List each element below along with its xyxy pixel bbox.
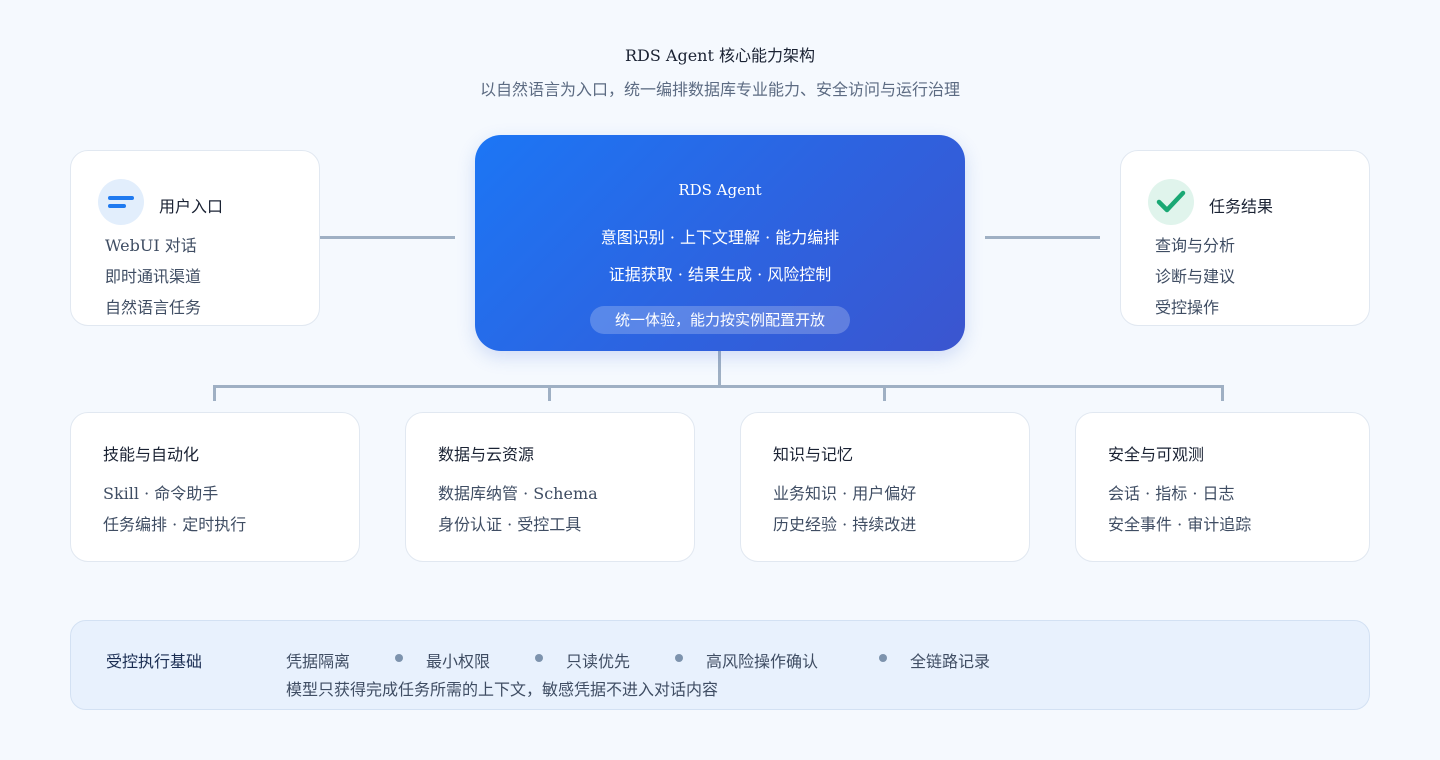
- capability-drop-2: [883, 385, 886, 401]
- foundation-title: 受控执行基础: [106, 652, 203, 671]
- capability-line: 数据库纳管 · Schema: [438, 484, 598, 503]
- hub-badge: 统一体验，能力按实例配置开放: [590, 306, 850, 334]
- capability-card-security-observability: 安全与可观测 会话 · 指标 · 日志 安全事件 · 审计追踪: [1075, 412, 1370, 562]
- input-to-hub-connector: [320, 236, 455, 239]
- capability-bus-connector: [213, 385, 1224, 388]
- capability-title: 数据与云资源: [438, 445, 535, 464]
- capability-card-knowledge-memory: 知识与记忆 业务知识 · 用户偏好 历史经验 · 持续改进: [740, 412, 1030, 562]
- rds-agent-hub: RDS Agent 意图识别 · 上下文理解 · 能力编排 证据获取 · 结果生…: [475, 135, 965, 351]
- principle-item: 全链路记录: [910, 652, 991, 671]
- bullet-dot-icon: [879, 654, 887, 662]
- list-item: 受控操作: [1155, 298, 1220, 317]
- list-item: 查询与分析: [1155, 236, 1236, 255]
- hub-capability-line-1: 意图识别 · 上下文理解 · 能力编排: [600, 228, 840, 247]
- user-input-card: 用户入口 WebUI 对话 即时通讯渠道 自然语言任务: [70, 150, 320, 326]
- bullet-dot-icon: [535, 654, 543, 662]
- hub-title: RDS Agent: [678, 181, 762, 199]
- checkmark-icon: [1148, 179, 1194, 225]
- user-input-list: WebUI 对话 即时通讯渠道 自然语言任务: [105, 235, 201, 328]
- capability-line: Skill · 命令助手: [103, 484, 219, 503]
- menu-lines-icon: [98, 179, 144, 225]
- principle-item: 最小权限: [426, 652, 491, 671]
- capability-card-skills: 技能与自动化 Skill · 命令助手 任务编排 · 定时执行: [70, 412, 360, 562]
- capability-line: 安全事件 · 审计追踪: [1108, 515, 1252, 534]
- hub-to-output-connector: [985, 236, 1100, 239]
- task-result-list: 查询与分析 诊断与建议 受控操作: [1155, 235, 1235, 328]
- list-item: WebUI 对话: [105, 236, 197, 255]
- capability-line: 历史经验 · 持续改进: [773, 515, 917, 534]
- capability-drop-0: [213, 385, 216, 401]
- task-result-title: 任务结果: [1209, 197, 1274, 216]
- capability-title: 知识与记忆: [773, 445, 854, 464]
- bullet-dot-icon: [395, 654, 403, 662]
- user-input-title: 用户入口: [159, 197, 224, 216]
- diagram-title: RDS Agent 核心能力架构: [624, 46, 815, 65]
- controlled-execution-foundation: 受控执行基础 凭据隔离 最小权限 只读优先 高风险操作确认 全链路记录 模型只获…: [70, 620, 1370, 710]
- hub-capability-line-2: 证据获取 · 结果生成 · 风险控制: [608, 265, 832, 284]
- capability-line: 业务知识 · 用户偏好: [773, 484, 917, 503]
- list-item: 诊断与建议: [1155, 267, 1236, 286]
- hub-down-connector: [718, 351, 721, 387]
- capability-card-data-cloud: 数据与云资源 数据库纳管 · Schema 身份认证 · 受控工具: [405, 412, 695, 562]
- principle-item: 只读优先: [566, 652, 631, 671]
- capability-drop-3: [1221, 385, 1224, 401]
- capability-title: 技能与自动化: [103, 445, 200, 464]
- capability-line: 身份认证 · 受控工具: [438, 515, 582, 534]
- principle-item: 凭据隔离: [286, 652, 351, 671]
- foundation-note: 模型只获得完成任务所需的上下文，敏感凭据不进入对话内容: [286, 680, 719, 699]
- list-item: 自然语言任务: [105, 298, 202, 317]
- capability-line: 会话 · 指标 · 日志: [1108, 484, 1235, 503]
- task-result-card: 任务结果 查询与分析 诊断与建议 受控操作: [1120, 150, 1370, 326]
- bullet-dot-icon: [675, 654, 683, 662]
- diagram-subtitle: 以自然语言为入口，统一编排数据库专业能力、安全访问与运行治理: [479, 80, 960, 99]
- capability-line: 任务编排 · 定时执行: [103, 515, 247, 534]
- list-item: 即时通讯渠道: [105, 267, 202, 286]
- capability-title: 安全与可观测: [1108, 445, 1205, 464]
- capability-drop-1: [548, 385, 551, 401]
- principle-item: 高风险操作确认: [706, 652, 819, 671]
